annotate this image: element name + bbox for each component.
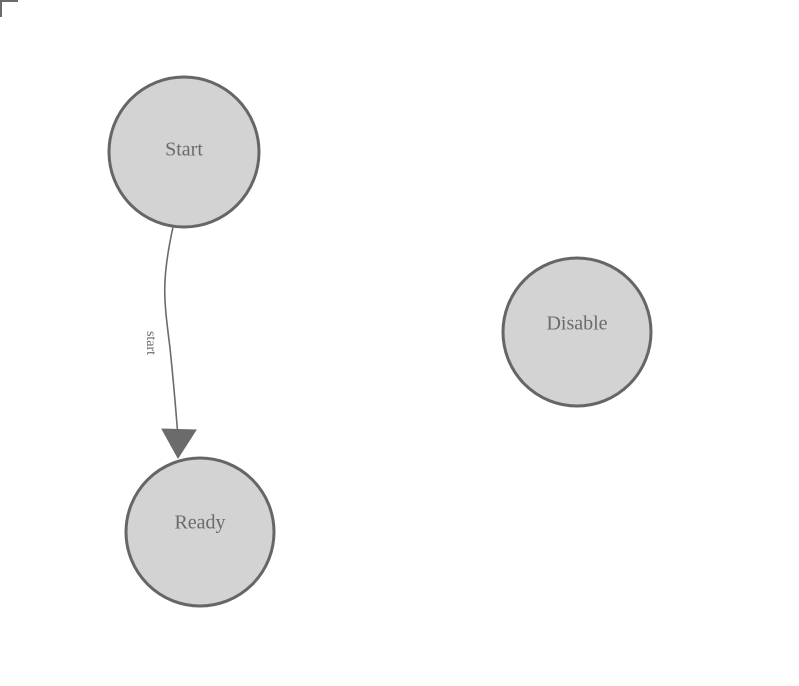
node-ready[interactable]: Ready <box>124 456 276 608</box>
node-start-label: Start <box>165 139 203 161</box>
edge-start-to-ready[interactable]: start <box>143 226 197 459</box>
node-disable[interactable]: Disable <box>501 256 653 408</box>
arrowhead-icon <box>161 428 197 459</box>
node-disable-circle[interactable] <box>501 256 653 408</box>
edge-path <box>163 226 179 438</box>
node-ready-circle[interactable] <box>124 456 276 608</box>
node-start-circle[interactable] <box>107 75 261 229</box>
node-ready-label: Ready <box>174 512 225 534</box>
selection-corner-mark-icon <box>0 0 18 17</box>
edge-label-start: start <box>143 331 158 355</box>
node-disable-label: Disable <box>546 313 607 335</box>
node-start[interactable]: Start <box>107 75 261 229</box>
